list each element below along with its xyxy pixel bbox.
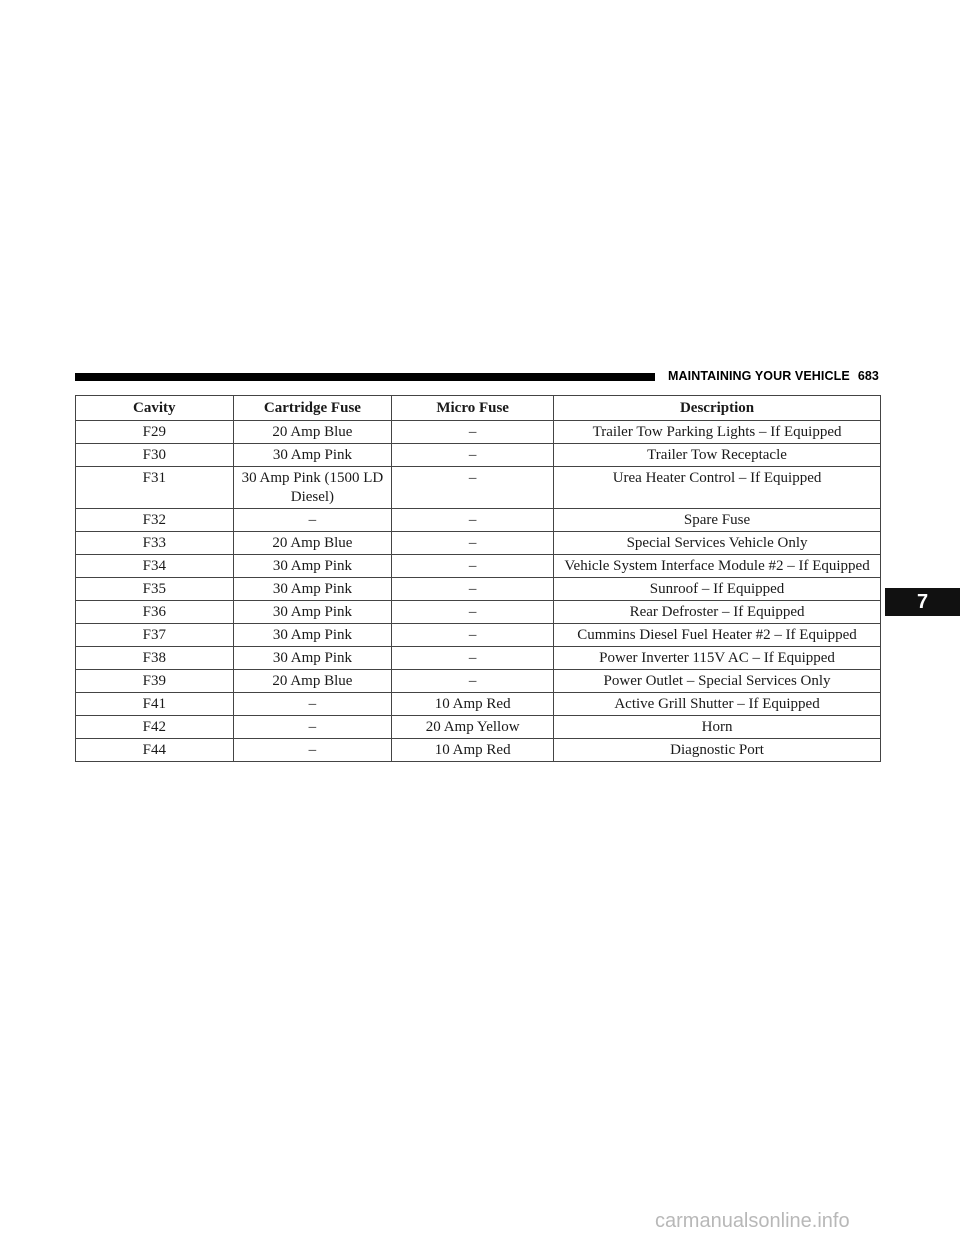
cell-description: Trailer Tow Receptacle <box>553 443 881 467</box>
cell-micro-fuse: – <box>391 577 555 601</box>
cell-cartridge-fuse: 30 Amp Pink <box>232 646 393 670</box>
cell-description: Power Outlet – Special Services Only <box>553 669 881 693</box>
cell-micro-fuse: – <box>391 554 555 578</box>
cell-description: Rear Defroster – If Equipped <box>553 600 881 624</box>
cell-cartridge-fuse: 30 Amp Pink <box>232 623 393 647</box>
cell-cavity: F41 <box>75 692 234 716</box>
watermark: carmanualsonline.info <box>655 1210 850 1232</box>
cell-description: Trailer Tow Parking Lights – If Equipped <box>553 420 881 444</box>
cell-cartridge-fuse: 30 Amp Pink <box>232 600 393 624</box>
cell-cavity: F42 <box>75 715 234 739</box>
cell-cartridge-fuse: 30 Amp Pink <box>232 577 393 601</box>
cell-description: Special Services Vehicle Only <box>553 531 881 555</box>
cell-micro-fuse: – <box>391 600 555 624</box>
cell-micro-fuse: 20 Amp Yellow <box>391 715 555 739</box>
cell-cartridge-fuse: – <box>232 738 393 762</box>
column-header-micro-fuse: Micro Fuse <box>391 395 555 421</box>
table-row: F42 – 20 Amp Yellow Horn <box>75 715 881 739</box>
cell-cartridge-fuse: 20 Amp Blue <box>232 420 393 444</box>
cell-cavity: F35 <box>75 577 234 601</box>
cell-cavity: F37 <box>75 623 234 647</box>
page-number: 683 <box>857 369 879 383</box>
table-row: F29 20 Amp Blue – Trailer Tow Parking Li… <box>75 420 881 444</box>
header-rule <box>75 373 655 381</box>
cell-description: Urea Heater Control – If Equipped <box>553 466 881 509</box>
table-row: F44 – 10 Amp Red Diagnostic Port <box>75 738 881 762</box>
table-row: F37 30 Amp Pink – Cummins Diesel Fuel He… <box>75 623 881 647</box>
cell-description: Power Inverter 115V AC – If Equipped <box>553 646 881 670</box>
cell-cartridge-fuse: – <box>232 692 393 716</box>
cell-cavity: F29 <box>75 420 234 444</box>
cell-description: Vehicle System Interface Module #2 – If … <box>553 554 881 578</box>
cell-cavity: F30 <box>75 443 234 467</box>
cell-description: Sunroof – If Equipped <box>553 577 881 601</box>
table-row: F41 – 10 Amp Red Active Grill Shutter – … <box>75 692 881 716</box>
cell-cavity: F39 <box>75 669 234 693</box>
cell-description: Cummins Diesel Fuel Heater #2 – If Equip… <box>553 623 881 647</box>
table-row: F36 30 Amp Pink – Rear Defroster – If Eq… <box>75 600 881 624</box>
cell-cartridge-fuse: – <box>232 508 393 532</box>
table-row: F33 20 Amp Blue – Special Services Vehic… <box>75 531 881 555</box>
cell-description: Active Grill Shutter – If Equipped <box>553 692 881 716</box>
cell-cartridge-fuse: 20 Amp Blue <box>232 669 393 693</box>
cell-cavity: F33 <box>75 531 234 555</box>
cell-description: Horn <box>553 715 881 739</box>
cell-cartridge-fuse: – <box>232 715 393 739</box>
cell-micro-fuse: 10 Amp Red <box>391 692 555 716</box>
cell-cartridge-fuse: 30 Amp Pink (1500 LD Diesel) <box>232 466 393 509</box>
running-header: MAINTAINING YOUR VEHICLE 683 <box>668 369 879 383</box>
cell-micro-fuse: – <box>391 531 555 555</box>
cell-cavity: F34 <box>75 554 234 578</box>
cell-cartridge-fuse: 30 Amp Pink <box>232 554 393 578</box>
cell-cavity: F38 <box>75 646 234 670</box>
cell-cavity: F36 <box>75 600 234 624</box>
fuse-table: Cavity Cartridge Fuse Micro Fuse Descrip… <box>75 395 881 762</box>
cell-cavity: F31 <box>75 466 234 509</box>
cell-micro-fuse: 10 Amp Red <box>391 738 555 762</box>
cell-micro-fuse: – <box>391 420 555 444</box>
cell-micro-fuse: – <box>391 466 555 509</box>
column-header-cartridge-fuse: Cartridge Fuse <box>232 395 393 421</box>
cell-cartridge-fuse: 20 Amp Blue <box>232 531 393 555</box>
section-title: MAINTAINING YOUR VEHICLE <box>668 369 850 383</box>
cell-cartridge-fuse: 30 Amp Pink <box>232 443 393 467</box>
table-row: F34 30 Amp Pink – Vehicle System Interfa… <box>75 554 881 578</box>
cell-micro-fuse: – <box>391 646 555 670</box>
cell-micro-fuse: – <box>391 623 555 647</box>
table-row: F31 30 Amp Pink (1500 LD Diesel) – Urea … <box>75 466 881 509</box>
table-header-row: Cavity Cartridge Fuse Micro Fuse Descrip… <box>75 395 881 421</box>
table-row: F35 30 Amp Pink – Sunroof – If Equipped <box>75 577 881 601</box>
cell-description: Diagnostic Port <box>553 738 881 762</box>
cell-cavity: F32 <box>75 508 234 532</box>
column-header-cavity: Cavity <box>75 395 234 421</box>
cell-micro-fuse: – <box>391 443 555 467</box>
table-row: F39 20 Amp Blue – Power Outlet – Special… <box>75 669 881 693</box>
cell-micro-fuse: – <box>391 669 555 693</box>
cell-micro-fuse: – <box>391 508 555 532</box>
chapter-tab: 7 <box>885 588 960 616</box>
table-row: F32 – – Spare Fuse <box>75 508 881 532</box>
column-header-description: Description <box>553 395 881 421</box>
table-row: F30 30 Amp Pink – Trailer Tow Receptacle <box>75 443 881 467</box>
cell-cavity: F44 <box>75 738 234 762</box>
cell-description: Spare Fuse <box>553 508 881 532</box>
table-row: F38 30 Amp Pink – Power Inverter 115V AC… <box>75 646 881 670</box>
